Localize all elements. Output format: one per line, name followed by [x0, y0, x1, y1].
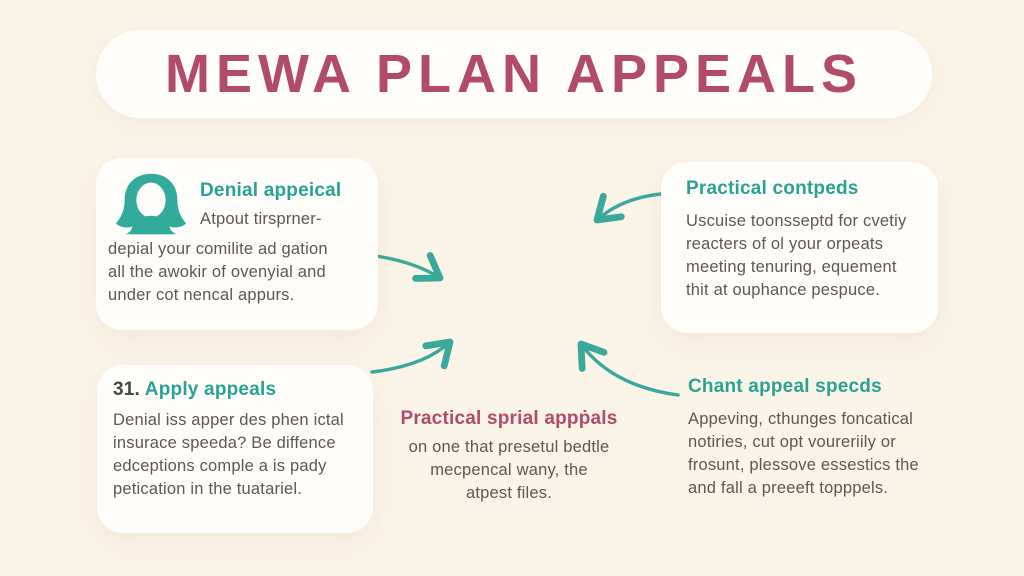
card-apply-line: insurace speeda? Be diffence: [113, 434, 336, 452]
block-chant-line: and fall a preeeft topppels.: [688, 479, 889, 497]
card-practical-line: meeting tenuring, equement: [686, 258, 897, 276]
person-avatar-icon: [115, 173, 187, 235]
arrow-denial-to-center: [374, 252, 444, 282]
block-spiral-line: mecpencal wany, the: [430, 461, 588, 479]
card-denial-heading: Denial appeical: [200, 180, 342, 201]
block-spiral-line: on one that presetul bedtle: [408, 438, 610, 456]
arrow-chant-to-center: [577, 340, 680, 397]
block-chant-line: notiries, cut opt voureriily or: [688, 433, 896, 451]
title-banner: MEWA PLAN APPEALS: [96, 30, 932, 118]
arrow-to-practical: [593, 192, 663, 224]
card-apply-appeals: 31. Apply appeals Denial iss apper des p…: [97, 365, 373, 533]
block-chant-line: Appeving, cthunges foncatical: [688, 410, 914, 428]
card-denial-line: under cot nencal appurs.: [108, 286, 295, 304]
block-chant-line: frosunt, plessove essestics the: [688, 456, 919, 474]
card-practical-contpeds: Practical contpeds Uscuise toonsseptd fo…: [661, 162, 938, 333]
card-denial-line: Atpout tirsprner-: [200, 210, 322, 228]
card-denial-header: Denial appeical Atpout tirsprner-: [110, 172, 364, 238]
card-apply-number: 31.: [113, 379, 141, 400]
page-title: MEWA PLAN APPEALS: [164, 44, 864, 104]
card-apply-heading: 31. Apply appeals: [113, 379, 359, 401]
arrow-apply-to-center: [370, 338, 454, 374]
card-apply-heading-text: Apply appeals: [144, 379, 277, 400]
card-denial-line: depial your comilite ad gation: [108, 240, 328, 258]
card-practical-line: Uscuise toonsseptd for cvetiy: [686, 212, 907, 230]
card-practical-line: reacters of ol your orpeats: [686, 235, 884, 253]
card-apply-line: petication in the tuatariel.: [113, 480, 303, 498]
block-spiral-heading: Practical sprial appṗals: [400, 408, 618, 429]
block-chant-heading: Chant appeal specds: [688, 376, 882, 397]
block-chant-specds: Chant appeal specds Appeving, cthunges f…: [688, 376, 938, 500]
card-practical-heading: Practical contpeds: [686, 178, 859, 199]
block-spiral-appeals: Practical sprial appṗals on one that pre…: [380, 408, 638, 505]
card-denial-line: all the awokir of ovenyial and: [108, 263, 326, 281]
card-apply-line: edceptions comple a is pady: [113, 457, 327, 475]
card-practical-line: thit at ouphance pespuce.: [686, 281, 880, 299]
card-denial-appeal: Denial appeical Atpout tirsprner- depial…: [96, 158, 378, 330]
card-apply-line: Denial iss apper des phen ictal: [113, 411, 344, 429]
block-spiral-line: atpest files.: [465, 484, 553, 502]
